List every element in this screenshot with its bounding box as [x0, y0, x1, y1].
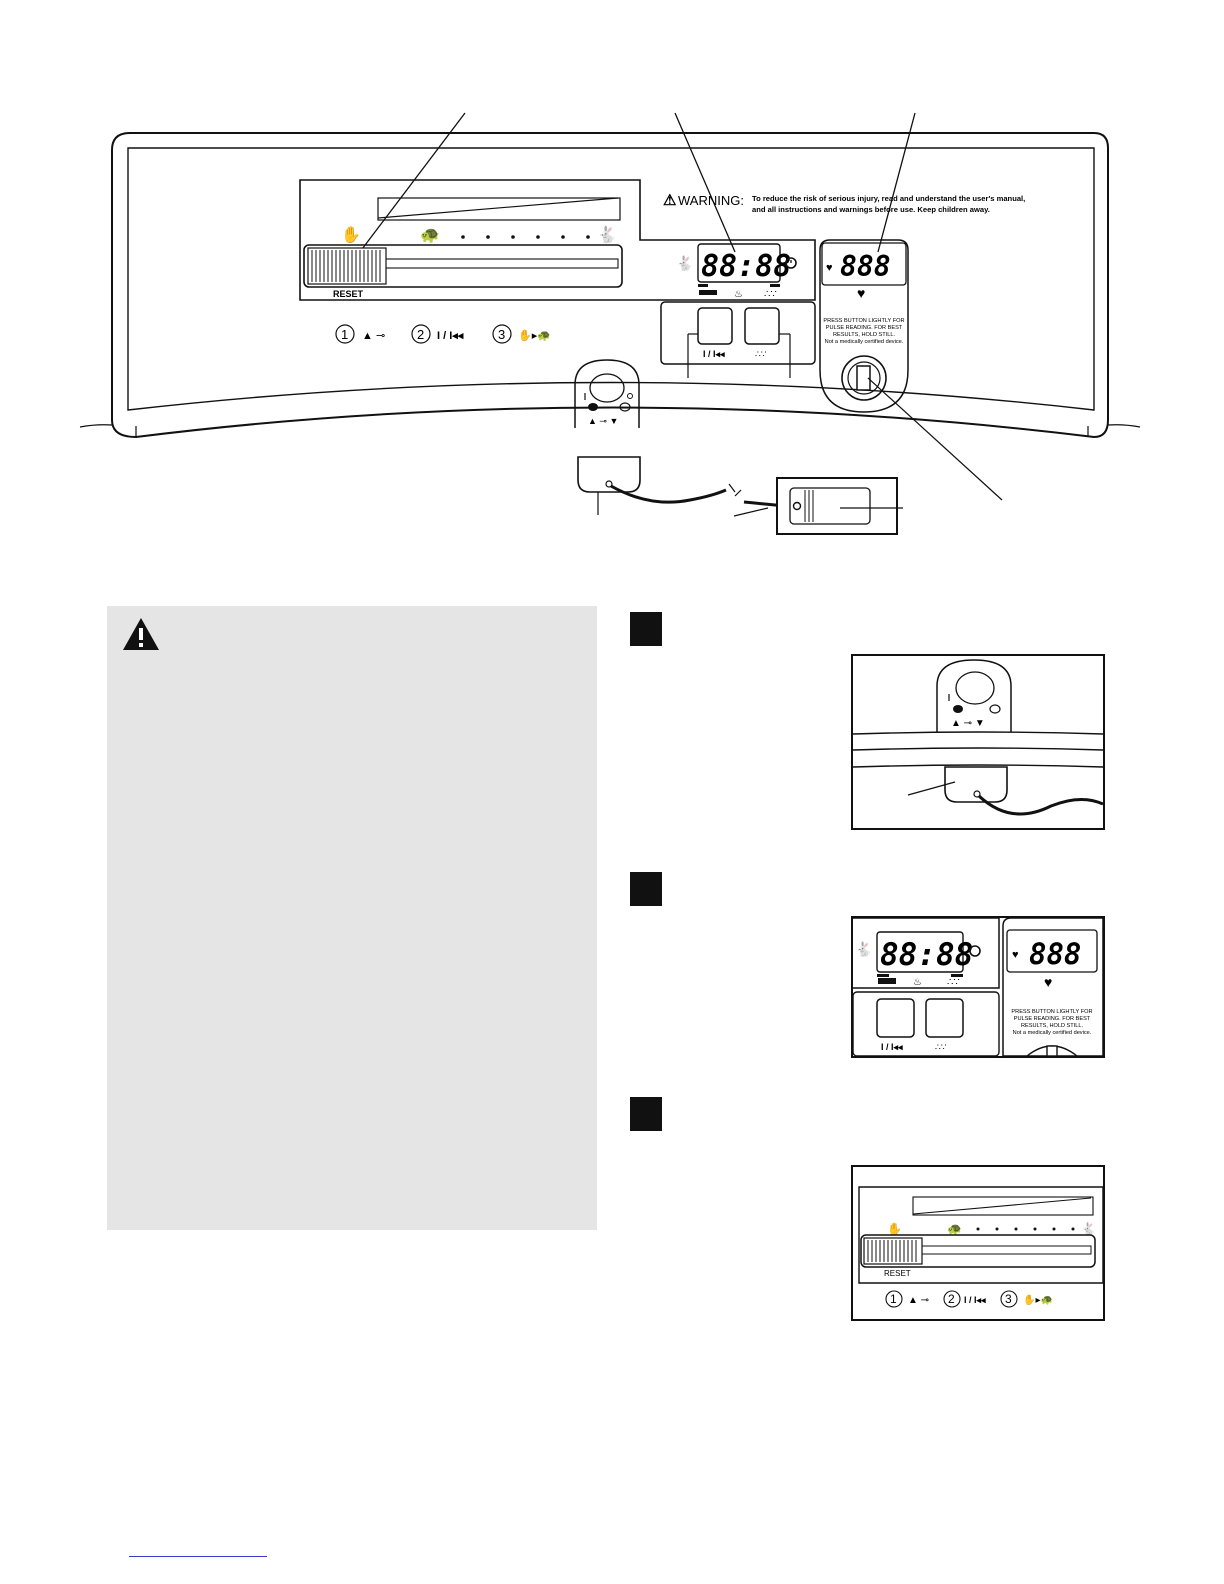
speed-icon: 🐇 — [676, 255, 693, 272]
distance-icon — [699, 290, 717, 295]
console-outline — [111, 132, 1109, 439]
inset-pulse-instruction-4: Not a medically certified device. — [1013, 1030, 1092, 1036]
pulse-display: 888 — [840, 250, 891, 283]
speed-lever-track — [303, 244, 623, 288]
inset-scan-dots: ∴∵ — [947, 977, 960, 988]
callout-line-pulse-display — [877, 112, 916, 253]
step-1-symbols: ▲ ⊸ — [362, 330, 385, 342]
speed-lever-handle[interactable] — [307, 247, 387, 285]
scan-dots-icon: ∴∵ — [764, 289, 777, 300]
inset-display-diagram: 🐇 88:88 ♨ ∴∵ I / I◂◂ ∴∵ ♥ 888 ♥ PRESS BU… — [851, 916, 1105, 1058]
clip[interactable] — [776, 477, 898, 535]
pulse-instruction-1: PRESS BUTTON LIGHTLY FOR — [823, 318, 904, 324]
warning-line-1: To reduce the risk of serious injury, re… — [752, 194, 1025, 203]
svg-text:🐢: 🐢 — [947, 1222, 962, 1236]
svg-text:▲ ⊸: ▲ ⊸ — [908, 1295, 929, 1306]
inset-key-diagram: ▲ ⊸ ▼ — [851, 654, 1105, 830]
heart-icon-small: ♥ — [826, 262, 833, 274]
inset-reset-label: RESET — [884, 1269, 911, 1278]
speed-wedge — [377, 197, 619, 219]
reset-label: RESET — [333, 289, 364, 299]
svg-text:♨: ♨ — [913, 977, 922, 988]
warning-line-2: and all instructions and warnings before… — [752, 205, 990, 214]
callout-line-time-display — [674, 112, 736, 253]
inset-step-3-number: 3 — [1005, 1292, 1012, 1306]
pulse-sensor-ring — [841, 355, 887, 401]
svg-text:✋: ✋ — [887, 1222, 902, 1236]
inset-display-symbol: ∴∵ — [935, 1042, 947, 1052]
inset-start-button[interactable] — [876, 998, 915, 1038]
pulse-sensor[interactable] — [856, 365, 871, 391]
speed-scale-dots — [461, 235, 590, 239]
step-marker-1 — [630, 612, 662, 646]
start-button-symbol: I / I◂◂ — [703, 349, 725, 359]
step-marker-2 — [630, 872, 662, 906]
inset-pulse-instruction-2: PULSE READING. FOR BEST — [1014, 1016, 1091, 1022]
button-panel — [660, 301, 816, 365]
step-2-number: 2 — [417, 327, 424, 342]
inset-start-symbol: I / I◂◂ — [881, 1042, 903, 1052]
hand-icon: ✋ — [341, 225, 361, 244]
display-button[interactable] — [744, 307, 780, 345]
step-3-number: 3 — [498, 327, 505, 342]
svg-text:♥: ♥ — [1012, 949, 1019, 961]
display-button-symbol: ∴∵ — [755, 349, 767, 359]
inset-safety-key[interactable] — [944, 766, 1008, 803]
inset-speed-lever-handle[interactable] — [863, 1237, 923, 1265]
step-marker-3 — [630, 1097, 662, 1131]
key-cord — [610, 484, 727, 504]
inset-speed-diagram: ✋ 🐢 🐇 RESET 1 ▲ ⊸ 2 I / I◂◂ 3 ✋▸🐢 — [851, 1165, 1105, 1321]
inset-clock-icon — [969, 945, 981, 957]
rabbit-icon: 🐇 — [597, 225, 617, 244]
step-3-symbols: ✋▸🐢 — [518, 329, 551, 342]
pulse-panel — [819, 239, 909, 413]
inset-pulse-instruction-1: PRESS BUTTON LIGHTLY FOR — [1011, 1009, 1092, 1015]
pulse-instruction-3: RESULTS, HOLD STILL. — [833, 332, 896, 338]
footer-link-underline[interactable] — [129, 1556, 267, 1557]
pulse-instruction-4: Not a medically certified device. — [825, 339, 904, 345]
console-diagram: ✋ 🐢 🐇 RESET ⚠ WARNING: To reduce the ris… — [79, 112, 1141, 535]
time-display-frame — [697, 243, 781, 283]
inset-callout-line-key — [907, 781, 956, 796]
warning-icon: ⚠ — [663, 192, 677, 209]
inset-time-display: 88:88 — [880, 937, 973, 973]
safety-key[interactable] — [577, 456, 641, 493]
inset-pulse-instruction-3: RESULTS, HOLD STILL. — [1021, 1023, 1084, 1029]
svg-text:▲ ⊸ ▼: ▲ ⊸ ▼ — [951, 718, 985, 729]
inset-step-2-number: 2 — [948, 1292, 955, 1306]
callout-line-speed-lever — [349, 112, 466, 266]
svg-text:✋▸🐢: ✋▸🐢 — [1023, 1293, 1053, 1306]
key-housing — [574, 359, 640, 428]
turtle-icon: 🐢 — [420, 227, 440, 244]
inset-step-2-symbols: I / I◂◂ — [964, 1295, 986, 1305]
inset-key-housing — [936, 659, 1012, 732]
clock-icon — [785, 257, 797, 269]
inset-step-1-number: 1 — [890, 1292, 897, 1306]
callout-line-pulse-sensor — [867, 377, 1003, 501]
inset-pulse-display: 888 — [1029, 937, 1081, 971]
caution-panel — [107, 606, 597, 1230]
inset-display-button[interactable] — [925, 998, 964, 1038]
svg-text:♥: ♥ — [1044, 974, 1052, 990]
heart-icon: ♥ — [857, 285, 865, 301]
svg-text:🐇: 🐇 — [855, 941, 872, 958]
svg-text:🐇: 🐇 — [1081, 1222, 1096, 1236]
step-1-number: 1 — [341, 327, 348, 342]
start-button[interactable] — [697, 307, 733, 345]
calorie-icon: ♨ — [734, 289, 743, 300]
key-symbols: ▲ ⊸ ▼ — [588, 416, 618, 426]
caution-icon — [123, 618, 159, 650]
pulse-instruction-2: PULSE READING. FOR BEST — [826, 325, 903, 331]
speed-panel — [299, 179, 816, 301]
console-face — [127, 147, 1095, 411]
warning-title: WARNING: — [678, 193, 744, 208]
step-2-symbols: I / I◂◂ — [437, 330, 464, 342]
time-display: 88:88 — [701, 249, 791, 284]
